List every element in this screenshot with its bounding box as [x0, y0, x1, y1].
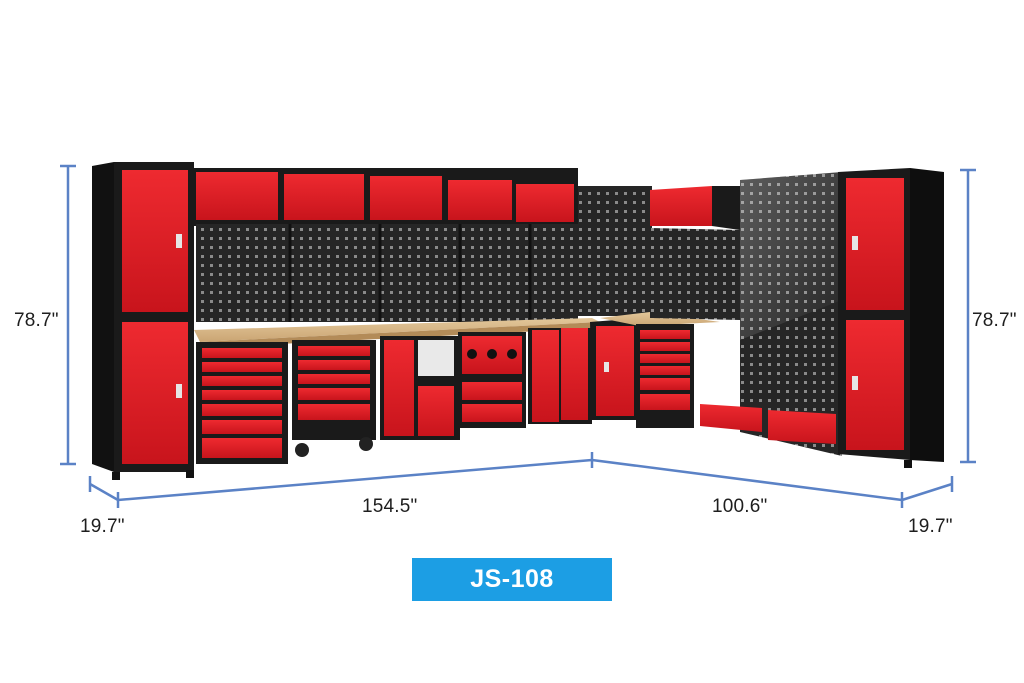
- height-left-label: 78.7": [14, 310, 59, 331]
- pegboard-right: [650, 228, 740, 320]
- height-right-label: 78.7": [972, 310, 1017, 331]
- base-units-left: [196, 328, 592, 464]
- model-badge: JS-108: [412, 558, 612, 601]
- left-wall-cabinets: [92, 162, 600, 480]
- depth-left-label: 19.7": [80, 516, 125, 537]
- pegboard-dividers: [288, 224, 532, 322]
- dimension-lines: [60, 164, 976, 508]
- depth-right-label: 19.7": [908, 516, 953, 537]
- tall-cabinet-right: [838, 168, 944, 468]
- worktop-left: [194, 318, 600, 342]
- model-label: JS-108: [470, 565, 554, 593]
- corner-section: [578, 186, 720, 420]
- width-left-label: 154.5": [362, 496, 418, 517]
- pegboard-left: [196, 224, 578, 322]
- width-right-label: 100.6": [712, 496, 768, 517]
- tall-cabinet-left: [92, 162, 194, 480]
- right-wall-cabinets: [636, 168, 944, 468]
- upper-wall-cabinets: [192, 168, 578, 226]
